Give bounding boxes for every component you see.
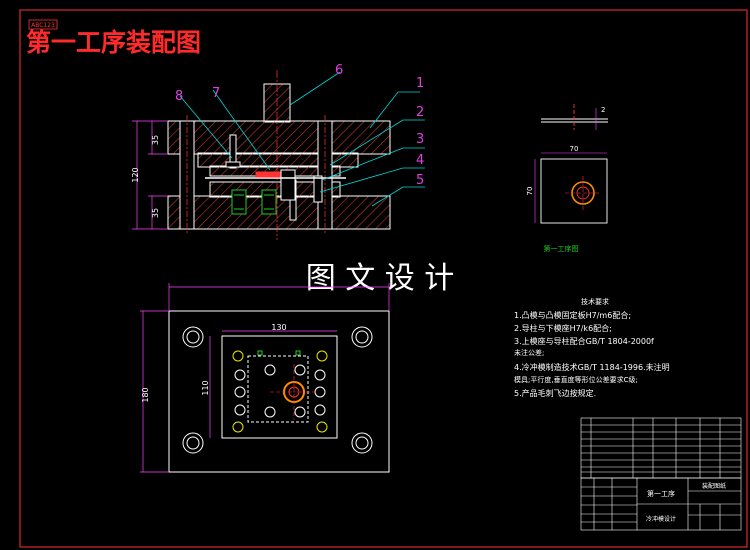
screw-left [229,134,237,169]
dim-plan-inner-height: 110 [201,380,210,395]
note-3b: 未注公差; [514,348,544,357]
watermark: 图 文 设 计 [306,261,455,296]
note-4: 4.冷冲模制造技术GB/T 1184-1996.未注明 [514,362,670,372]
front-section-view [167,70,391,240]
balloon-3: 3 [416,132,424,147]
note-5: 5.产品毛刺飞边按规定. [514,388,596,398]
balloon-7: 7 [212,86,220,101]
note-3: 3.上模座与导柱配合GB/T 1804-2000f [514,336,654,346]
title-block-drawing-type: 装配图纸 [702,482,726,490]
note-2: 2.导柱与下模座H7/k6配合; [514,323,612,333]
balloon-6: 6 [335,63,343,78]
part-drawing [534,104,608,224]
plan-view [168,310,390,473]
part-plan [540,158,608,224]
dim-plan-height: 180 [141,387,150,402]
upper-die-base [167,120,391,155]
parts-list [580,417,742,479]
plan-base [168,310,390,473]
note-4b: 模具;平行度,垂直度等形位公差要求C级; [514,375,638,384]
balloon-8: 8 [175,89,183,104]
part-caption: 第一工序图 [544,244,579,253]
title-block-drawing-name: 第一工序 [647,489,675,498]
lower-die-base [167,195,391,230]
balloon-2: 2 [416,105,424,120]
dim-front-top: 35 [151,135,160,145]
balloon-5: 5 [416,173,424,188]
leader-lines [179,71,425,207]
dim-front-total: 120 [131,167,140,182]
pin-right [313,175,323,203]
plan-dimensions [140,283,390,473]
title-tag: ABC123 [31,22,55,29]
dim-front-bottom: 35 [151,208,160,218]
notes-heading: 技术要求 [581,297,609,306]
front-dimensions [132,120,168,230]
title-tag-box [28,19,58,30]
dim-part-width: 70 [570,145,579,153]
title-block [580,477,742,531]
dim-part-thickness: 2 [601,106,605,114]
plan-inner-plate [221,335,338,439]
dim-part-height: 70 [526,187,534,196]
title-block-school: 冷冲模设计 [646,515,676,523]
spring-right [261,189,277,215]
punch [280,169,296,201]
dim-plan-inner-width: 130 [271,323,286,332]
balloon-1: 1 [416,76,424,91]
punch-plate [197,152,359,168]
drawing-title: 第一工序装配图 [26,28,201,57]
spring-left [231,189,247,215]
balloon-4: 4 [416,153,424,168]
drawing-frame [19,9,748,548]
note-1: 1.凸模与凸模固定板H7/m6配合; [514,310,631,320]
